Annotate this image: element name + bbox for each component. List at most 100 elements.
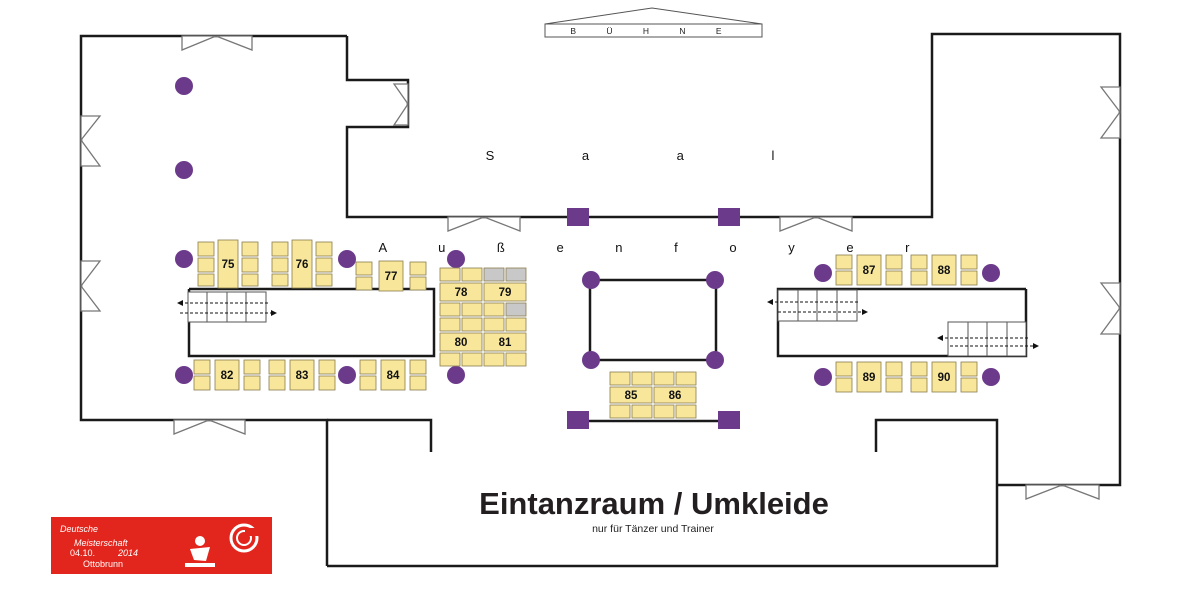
table-top	[483, 332, 527, 352]
table-81: 81	[483, 317, 527, 367]
table-number: 80	[455, 337, 468, 349]
seat	[268, 375, 286, 391]
seat	[960, 270, 978, 286]
table-87: 87	[835, 254, 903, 286]
table-77: 77	[355, 260, 427, 292]
warmup-subtitle: nur für Tänzer und Trainer	[592, 523, 714, 535]
seat	[653, 404, 675, 419]
pillar	[706, 271, 724, 289]
table-88: 88	[910, 254, 978, 286]
pillar	[175, 250, 193, 268]
table-number: 79	[499, 287, 512, 299]
door	[779, 216, 817, 232]
seat	[359, 375, 377, 391]
door	[1025, 484, 1063, 500]
logo-line-3: 2014	[117, 548, 138, 558]
seat	[835, 361, 853, 377]
pillar-square	[718, 208, 740, 226]
table-top	[214, 359, 240, 391]
seat	[355, 276, 373, 291]
table-90: 90	[910, 361, 978, 393]
seat	[243, 375, 261, 391]
seat	[315, 241, 333, 257]
dancer-figure-icon	[185, 536, 215, 567]
seat	[910, 270, 928, 286]
table-82: 82	[193, 359, 261, 391]
door	[80, 138, 102, 167]
seat	[243, 359, 261, 375]
seat	[241, 257, 259, 273]
logo-line-2: Meisterschaft	[74, 538, 128, 548]
table-86: 86	[653, 371, 697, 419]
pillar	[582, 351, 600, 369]
pillar-square	[567, 411, 589, 429]
table-top	[931, 361, 957, 393]
door	[1099, 110, 1121, 139]
pillar	[582, 271, 600, 289]
hall-label: S a a l	[486, 148, 817, 163]
stairs	[177, 289, 1039, 357]
event-logo: Deutsche Meisterschaft 2014 04.10. Ottob…	[51, 517, 272, 574]
table-top	[439, 332, 483, 352]
door	[173, 419, 210, 435]
seat	[505, 267, 527, 282]
table-top	[856, 254, 882, 286]
table-top	[380, 359, 406, 391]
table-78: 78	[439, 267, 483, 317]
logo-city: Ottobrunn	[83, 559, 123, 569]
seat	[609, 404, 631, 419]
table-80: 80	[439, 317, 483, 367]
pillar	[175, 366, 193, 384]
seat	[910, 254, 928, 270]
door	[392, 83, 409, 107]
seat	[241, 273, 259, 287]
door	[1099, 86, 1121, 114]
seat	[193, 359, 211, 375]
pillar	[982, 368, 1000, 386]
table-number: 82	[221, 370, 234, 382]
table-number: 85	[625, 390, 638, 402]
seat	[197, 273, 215, 287]
seat	[910, 361, 928, 377]
pillar	[175, 161, 193, 179]
doors	[80, 35, 1121, 500]
table-top	[289, 359, 315, 391]
seat	[483, 267, 505, 282]
table-number: 76	[296, 259, 309, 271]
table-number: 89	[863, 372, 876, 384]
seat	[409, 261, 427, 276]
table-number: 90	[938, 372, 951, 384]
table-top	[291, 239, 313, 289]
table-number: 84	[387, 370, 400, 382]
table-number: 87	[863, 265, 876, 277]
door	[1061, 484, 1100, 500]
table-top	[609, 386, 653, 404]
seat	[318, 359, 336, 375]
door	[1099, 306, 1121, 335]
seat	[193, 375, 211, 391]
seat	[409, 276, 427, 291]
foyer-label: A u ß e n f o y e r	[379, 240, 934, 255]
seat	[653, 371, 675, 386]
seat	[885, 377, 903, 393]
pillar	[175, 77, 193, 95]
table-top	[439, 282, 483, 302]
seat	[483, 352, 505, 367]
seat	[315, 257, 333, 273]
seat	[439, 267, 461, 282]
seat	[675, 371, 697, 386]
seat	[505, 317, 527, 332]
pillar-square	[718, 411, 740, 429]
seat	[439, 317, 461, 332]
pillar	[982, 264, 1000, 282]
seat	[885, 254, 903, 270]
table-75: 75	[197, 239, 259, 289]
seat	[315, 273, 333, 287]
seat	[461, 317, 483, 332]
door	[392, 101, 409, 126]
pillar-square	[567, 208, 589, 226]
table-top	[378, 260, 404, 292]
seat	[483, 302, 505, 317]
